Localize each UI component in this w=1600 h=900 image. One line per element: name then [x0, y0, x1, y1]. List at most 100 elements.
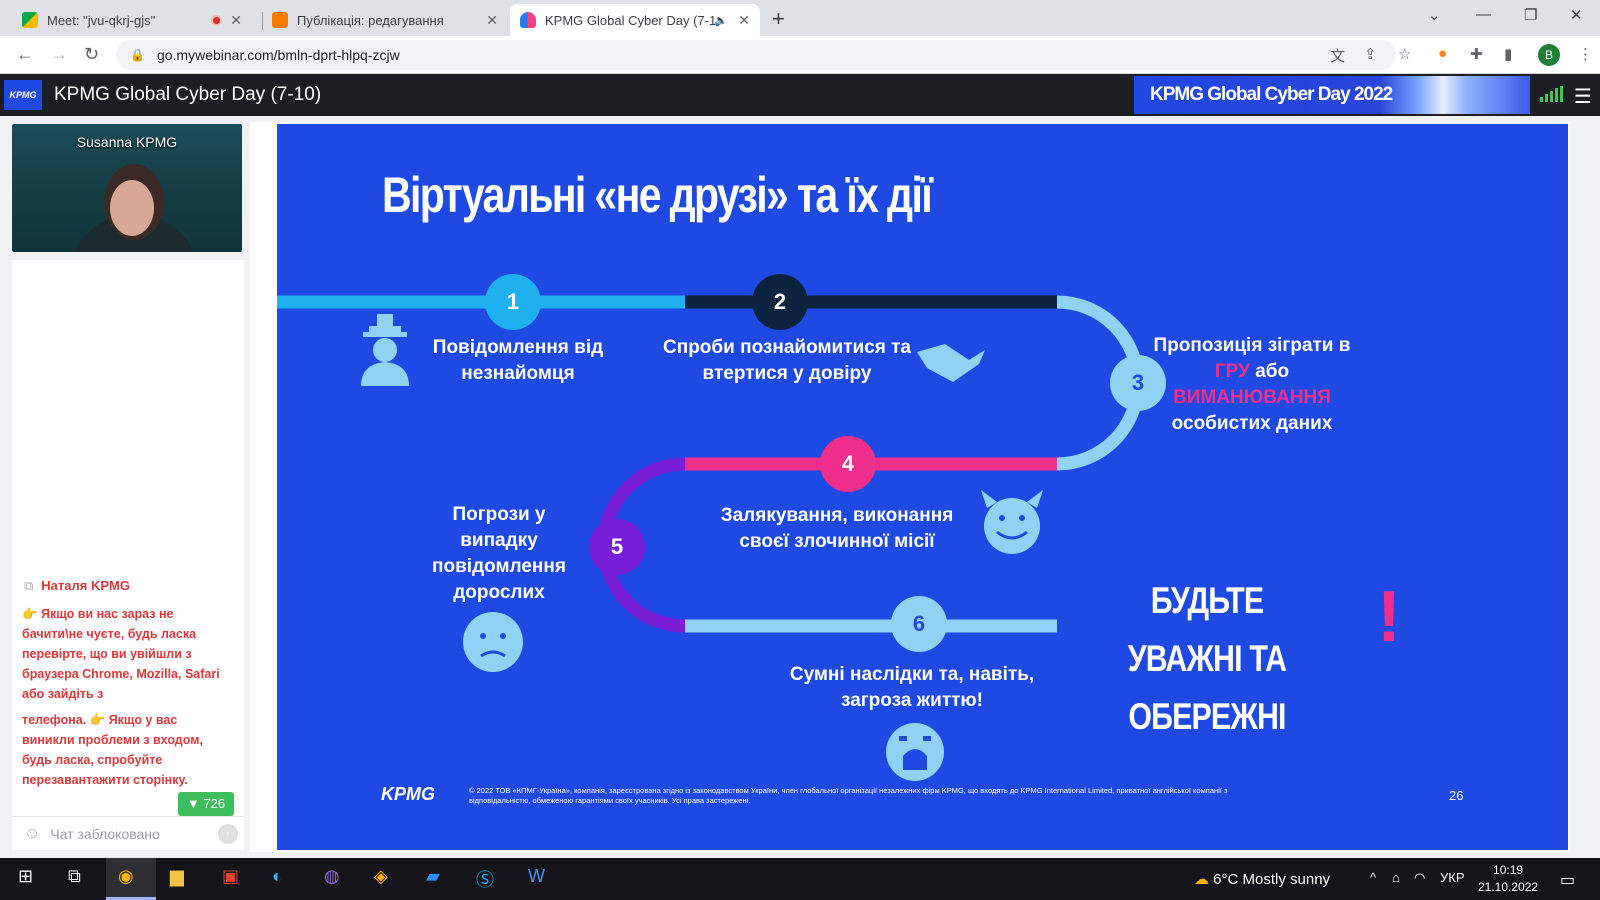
address-bar: ← → ↻ 🔒 go.mywebinar.com/bmln-dprt-hlpq-… — [0, 36, 1600, 74]
minimize-button[interactable]: — — [1476, 6, 1491, 23]
warning-text: БУДЬТЕ УВАЖНІ ТА ОБЕРЕЖНІ — [1127, 580, 1287, 737]
skype-icon[interactable]: Ⓢ — [476, 870, 494, 890]
side-panel-icon[interactable]: ▮ — [1504, 46, 1513, 63]
word-icon[interactable]: W — [528, 866, 545, 886]
step-3-highlight-extortion: ВИМАНЮВАННЯ — [1173, 387, 1331, 408]
slide-kpmg-logo: KPMG — [381, 784, 435, 804]
window-close-button[interactable]: ✕ — [1570, 7, 1583, 24]
profile-avatar[interactable]: B — [1538, 44, 1560, 66]
share-icon[interactable]: ⇪ — [1364, 46, 1377, 63]
tab-title: Meet: "jvu-qkrj-gjs" — [47, 12, 156, 28]
step-1-text: Повідомлення від незнайомця — [432, 337, 604, 384]
speaker-video[interactable]: Susanna KPMG — [12, 124, 242, 252]
tab-meet[interactable]: Meet: "jvu-qkrj-gjs" ✕ — [12, 4, 252, 36]
copy-icon[interactable]: ⧉ — [24, 578, 34, 593]
puzzle-icon[interactable]: ✚ — [1470, 46, 1483, 63]
restore-button[interactable]: ❐ — [1524, 7, 1538, 24]
wifi-icon[interactable]: ◠ — [1414, 870, 1426, 885]
windows-taskbar: ⊞ ⧉ ◉ ▆ ▣ ◐ ◍ ◈ ▰ Ⓢ W ☁ 6°C Mostly sunny… — [0, 858, 1600, 900]
step-2-badge: 2 — [752, 274, 808, 330]
viber-icon[interactable]: ◍ — [324, 866, 340, 886]
close-icon[interactable]: ✕ — [738, 11, 750, 28]
app-icon[interactable]: ▣ — [222, 866, 240, 886]
mywebinar-icon — [520, 12, 536, 28]
file-explorer-icon[interactable]: ▆ — [170, 866, 184, 886]
crying-emoji-icon — [886, 723, 944, 781]
slide-page-number: 26 — [1449, 788, 1464, 803]
zoom-icon[interactable]: ▰ — [426, 866, 440, 886]
task-view-icon[interactable]: ⧉ — [68, 866, 81, 886]
webinar-title: KPMG Global Cyber Day (7-10) — [54, 84, 322, 105]
speaker-icon[interactable]: 🔈 — [714, 14, 728, 27]
weather-icon: ☁ — [1194, 871, 1209, 888]
tab-blogger[interactable]: Публікація: редагування ✕ — [262, 4, 508, 36]
edge-icon[interactable]: ◐ — [272, 866, 283, 886]
send-icon[interactable]: ↑ — [218, 823, 238, 844]
spy-icon — [361, 314, 409, 386]
step-3-text: Пропозиція зіграти в ГРУ або ВИМАНЮВАННЯ… — [1153, 335, 1351, 434]
blogger-icon — [272, 12, 288, 28]
close-icon[interactable]: ✕ — [230, 11, 242, 28]
reload-button[interactable]: ↻ — [84, 44, 100, 64]
lock-icon[interactable]: 🔒 — [130, 48, 145, 62]
chat-input-placeholder: Чат заблоковано — [50, 825, 160, 842]
taskbar-active-indicator — [106, 858, 156, 900]
step-3-badge: 3 — [1110, 355, 1166, 411]
kpmg-logo: KPMG — [4, 80, 42, 110]
weather-widget[interactable]: ☁ 6°C Mostly sunny — [1194, 871, 1331, 888]
chat-message-part-2: телефона. 👉 Якщо у вас виникли проблеми … — [22, 713, 203, 787]
speaker-silhouette — [74, 164, 194, 252]
language-indicator[interactable]: УКР — [1440, 870, 1465, 885]
clock-date: 21.10.2022 — [1478, 880, 1539, 894]
step-5-badge: 5 — [589, 519, 645, 575]
exclamation-mark: ! — [1377, 577, 1401, 657]
path-diagram — [277, 295, 1145, 781]
kebab-menu-icon[interactable]: ⋮ — [1578, 46, 1593, 63]
tab-search-icon[interactable]: ⌄ — [1428, 7, 1441, 24]
system-clock[interactable]: 10:19 21.10.2022 — [1478, 862, 1538, 896]
slide-footer: © 2022 ТОВ «КПМГ-Україна», компанія, зар… — [469, 786, 1228, 805]
viewer-count-badge[interactable]: ▼ 726 — [178, 792, 234, 816]
url-field[interactable]: 🔒 go.mywebinar.com/bmln-dprt-hlpq-zcjw — [116, 40, 1396, 70]
close-icon[interactable]: ✕ — [486, 11, 498, 28]
browser-tab-bar: Meet: "jvu-qkrj-gjs" ✕ Публікація: редаг… — [0, 0, 1600, 36]
chat-author: ⧉Наталя KPMG — [24, 578, 130, 593]
tab-title: KPMG Global Cyber Day (7-1 — [545, 12, 715, 28]
tab-title: Публікація: редагування — [297, 12, 444, 28]
tab-separator — [262, 12, 263, 30]
emoji-icon[interactable]: ☺ — [24, 824, 41, 842]
translate-icon[interactable]: 文 — [1330, 48, 1346, 65]
event-banner: KPMG Global Cyber Day 2022 — [1134, 76, 1530, 114]
windows-start-icon[interactable]: ⊞ — [18, 866, 34, 886]
chrome-icon[interactable]: ◉ — [118, 866, 134, 886]
left-panel: Susanna KPMG ⧉Наталя KPMG 👉 Якщо ви нас … — [0, 116, 252, 858]
forward-button[interactable]: → — [50, 44, 68, 64]
step-2-text: Спроби познайомитися та втертися у довір… — [663, 337, 911, 384]
notifications-icon[interactable]: ▭ — [1560, 872, 1576, 889]
step-4-text: Залякування, виконання своєї злочинної м… — [720, 505, 954, 552]
step-1-badge: 1 — [485, 274, 541, 330]
tab-kpmg-webinar[interactable]: KPMG Global Cyber Day (7-1 🔈 ✕ — [510, 4, 760, 36]
new-tab-button[interactable]: + — [772, 6, 785, 31]
tray-chevron-icon[interactable]: ^ — [1370, 870, 1377, 885]
back-button[interactable]: ← — [16, 44, 34, 64]
signal-strength-icon — [1540, 86, 1563, 102]
chat-message: 👉 Якщо ви нас зараз не бачити\не чуєте, … — [22, 604, 222, 796]
network-icon[interactable]: ⌂ — [1392, 870, 1400, 885]
worried-emoji-icon — [463, 612, 523, 672]
url-text: go.mywebinar.com/bmln-dprt-hlpq-zcjw — [156, 47, 400, 63]
hamburger-menu-icon[interactable]: ☰ — [1574, 86, 1592, 108]
speaker-name: Susanna KPMG — [76, 134, 178, 150]
slide-title: Віртуальні «не друзі» та їх дії — [382, 167, 933, 223]
recording-icon — [211, 14, 222, 26]
chat-input[interactable]: ☺ Чат заблоковано ↑ — [12, 816, 244, 850]
devil-emoji-icon — [981, 490, 1043, 554]
google-meet-icon — [22, 12, 38, 28]
bookmark-star-icon[interactable]: ☆ — [1398, 46, 1412, 63]
vpn-icon[interactable]: ◈ — [374, 866, 388, 886]
extension-icon[interactable]: ● — [1438, 45, 1448, 62]
presentation-slide: Віртуальні «не друзі» та їх дії 1 2 3 4 … — [277, 124, 1568, 850]
clock-time: 10:19 — [1493, 863, 1524, 877]
step-4-badge: 4 — [820, 436, 876, 492]
step-6-badge: 6 — [891, 596, 947, 652]
